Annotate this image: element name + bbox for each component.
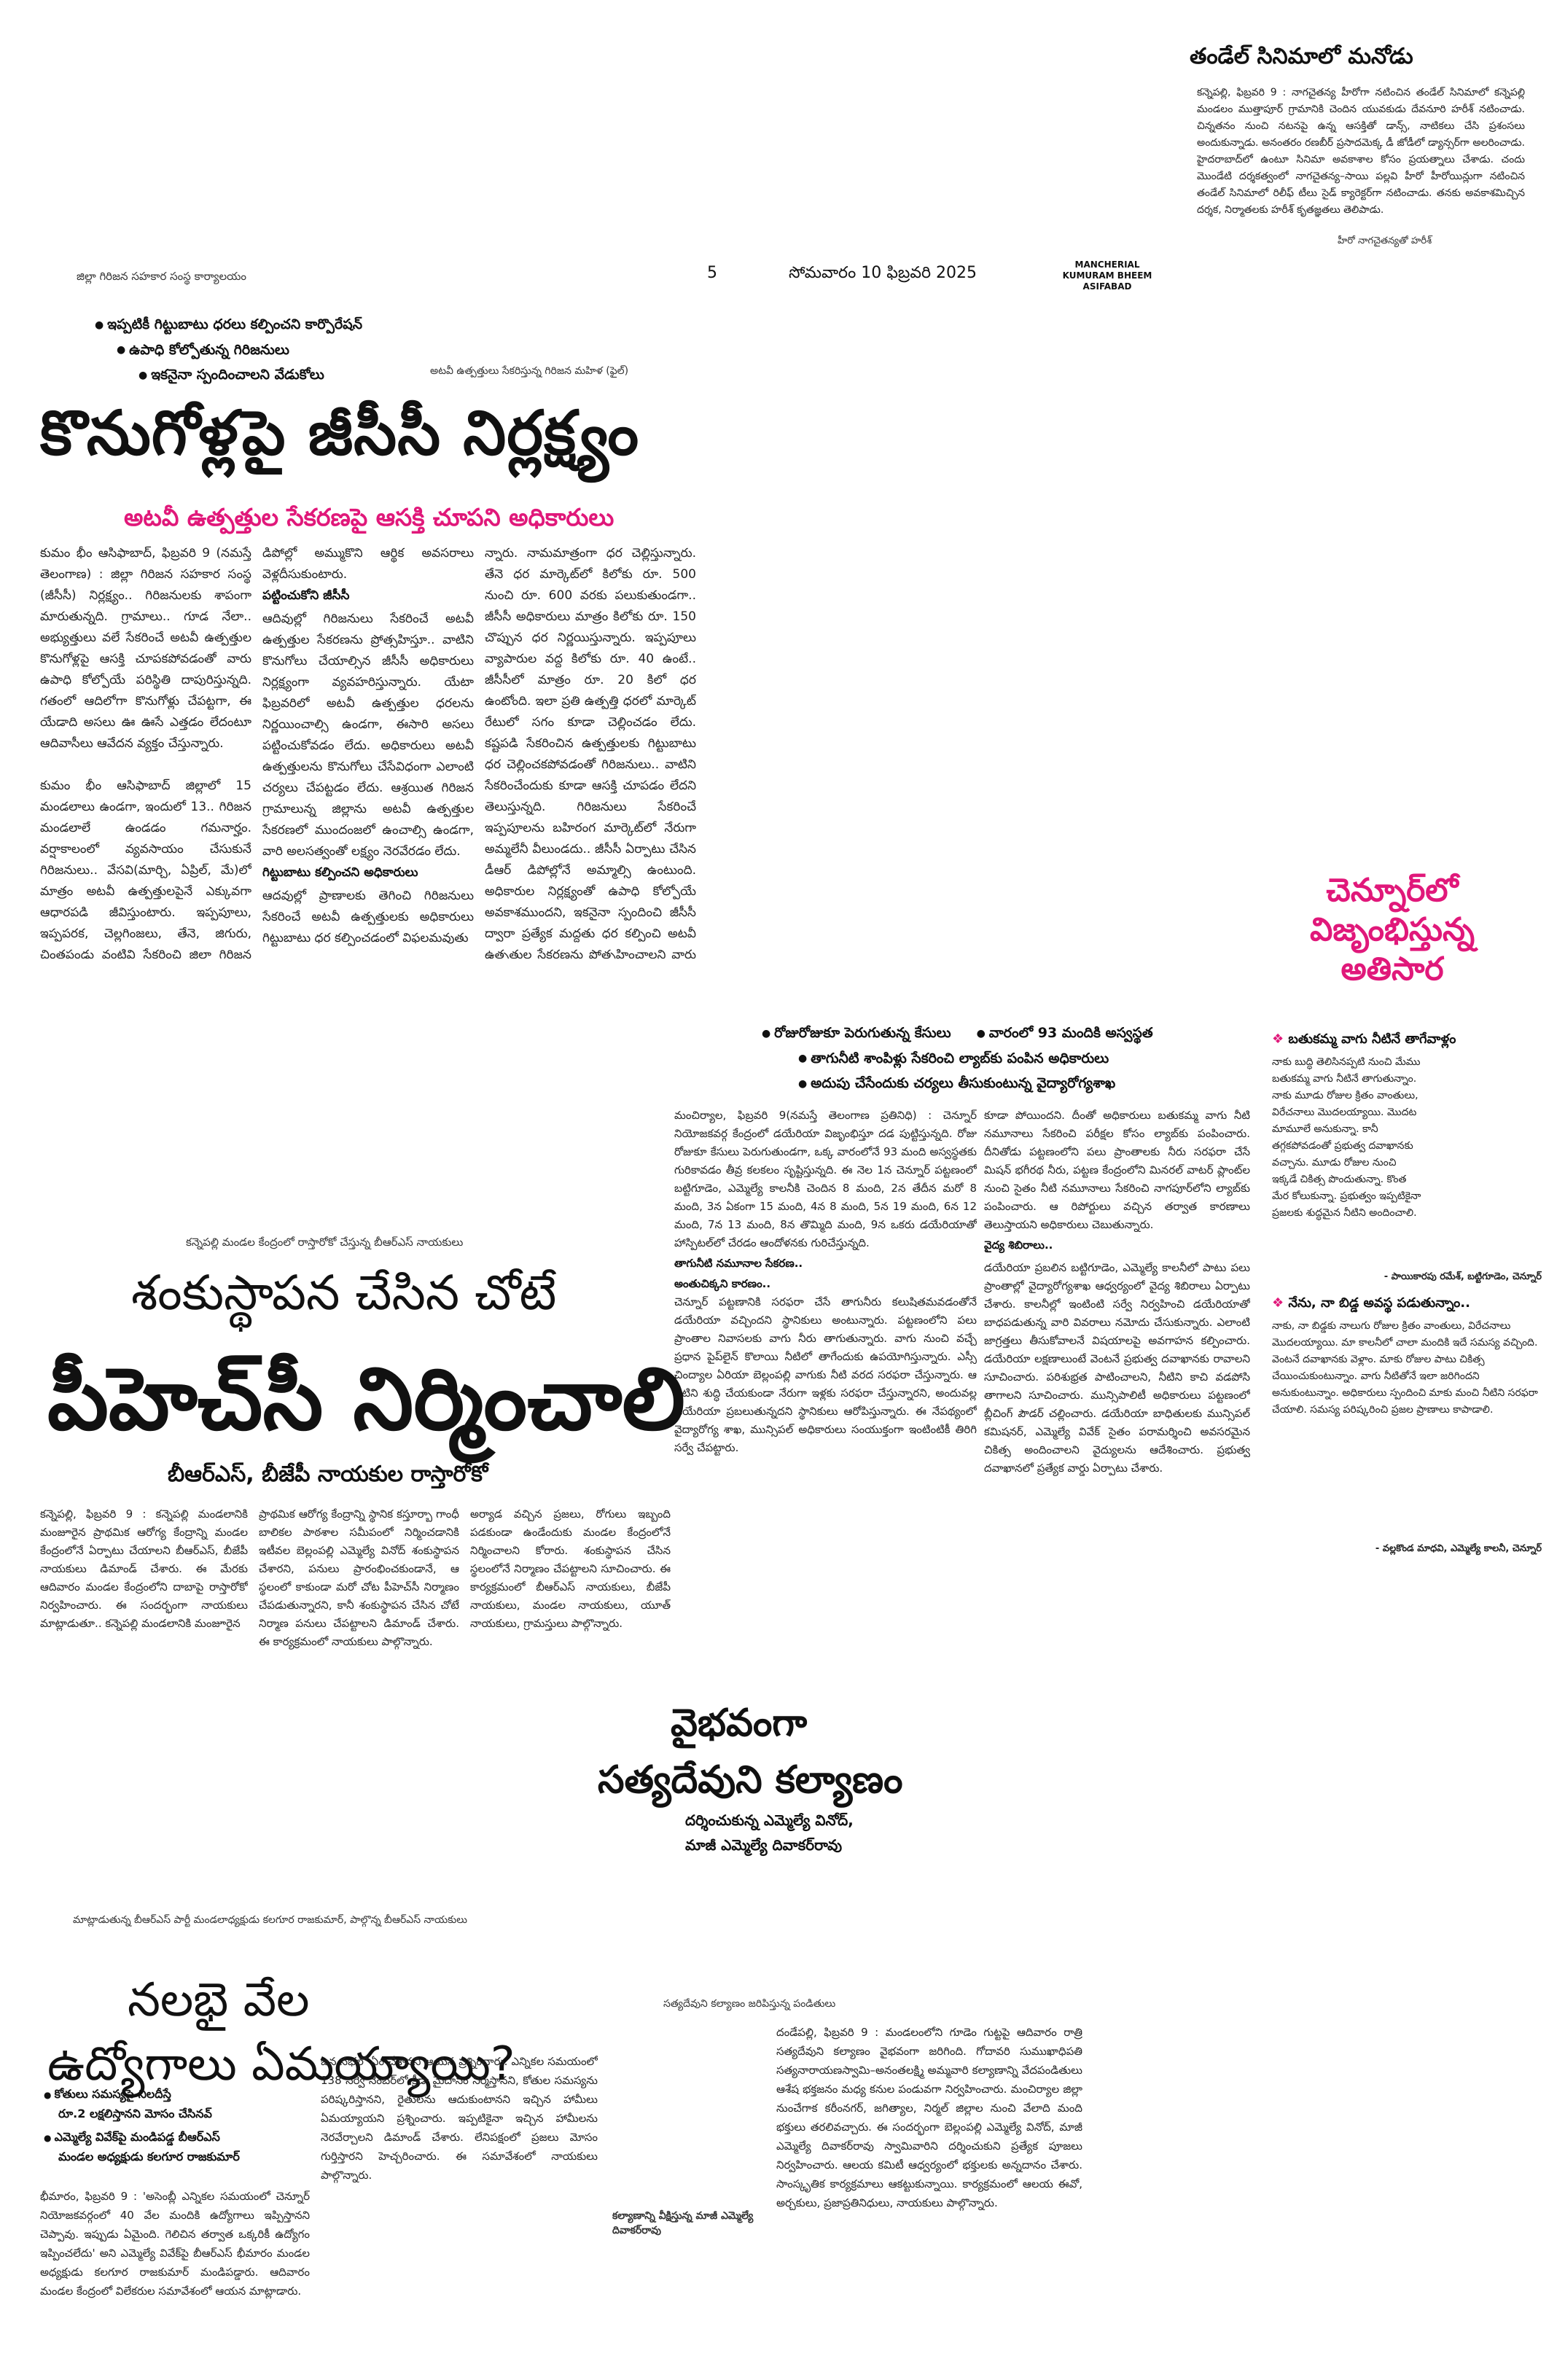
gcc-subhead: అటవీ ఉత్పత్తుల సేకరణపై ఆసక్తి చూపని అధిక…	[124, 503, 614, 531]
chennur-text: కూడా పోయిందని. దీంతో అధికారులు బతుకమ్మ వ…	[984, 1109, 1250, 1231]
chennur-text: చెన్నూర్ పట్టణానికి సరఫరా చేసే తాగునీరు …	[674, 1295, 977, 1454]
chennur-text: డయేరియా ప్రబలిన బట్టిగూడెం, ఎమ్మెల్యే కా…	[984, 1261, 1250, 1475]
edition-line: KUMURAM BHEEM	[1062, 270, 1152, 281]
chennur-title: చెన్నూర్‌లో విజృంభిస్తున్న అతిసార	[1290, 871, 1494, 989]
jobs-bullet-text: కోతులు సమస్యపై నిలదీస్తే	[54, 2087, 171, 2101]
chennur-text: మంచిర్యాల, ఫిబ్రవరి 9(నమస్తే తెలంగాణ ప్ర…	[674, 1109, 977, 1249]
kalyanam-headline-2: సత్యదేవుని కల్యాణం	[598, 1758, 903, 1802]
side-quotes: ❖ బతుకమ్మ వాగు నీటినే తాగేవాళ్లం నాకు బు…	[1272, 1031, 1542, 1557]
jobs-photo-caption: మాట్లాడుతున్న బీఆర్ఎస్ పార్టీ మండలాధ్యక్…	[73, 1914, 468, 1926]
chennur-bullet: రోజురోజుకూ పెరుగుతున్న కేసులు	[762, 1025, 951, 1041]
pink-bullet-icon: ❖	[1272, 1295, 1284, 1311]
gcc-subheading: గిట్టుబాటు కల్పించని అధికారులు	[262, 865, 418, 880]
tandel-story: తండేల్ సినిమాలో మనోడు కన్నెపల్లి, ఫిబ్రవ…	[1175, 44, 1540, 248]
jobs-bullet-cont: రూ.2 లక్షలిస్తానని మోసం చేసినవ్	[58, 2107, 212, 2120]
jobs-bullet-cont: మండల అధ్యక్షుడు కలగూర రాజకుమార్	[58, 2150, 240, 2164]
gcc-photo-caption: జిల్లా గిరిజన సహకార సంస్థ కార్యాలయం	[77, 270, 247, 283]
side-quote: నాకు బుద్ధి తెలిసినప్పటి నుంచి మేము బతుక…	[1272, 1056, 1421, 1219]
gcc-col-2-text: ఆదివుల్లో గిరిజనులు సేకరించే అటవీ ఉత్పత్…	[262, 612, 474, 859]
side-quote: నాకు, నా బిడ్డకు నాలుగు రోజుల క్రితం వాం…	[1272, 1320, 1538, 1416]
gcc-col-3: న్నారు. నామమాత్రంగా ధర చెల్లిస్తున్నారు.…	[485, 546, 696, 959]
gcc-bullets: ఇప్పటికీ గిట్టుబాటు ధరలు కల్పించని కార్ప…	[95, 312, 362, 388]
gcc-bullet: ఇకనైనా స్పందించాలని వేడుకోలు	[138, 362, 362, 388]
phc-headline-2: పీహెచ్‌సీ నిర్మించాలి	[47, 1349, 685, 1449]
kalyanam-caption-bottom: కల్యాణాన్ని వీక్షిస్తున్న మాజీ ఎమ్మెల్యే…	[612, 2210, 754, 2236]
kalyanam-subhead: దర్శించుకున్న ఎమ్మెల్యే వినోద్, మాజీ ఎమ్…	[685, 1808, 854, 1857]
jobs-bullet: ● ఎమ్మెల్యే వివేక్‌పై మండిపడ్డ బీఆర్ఎస్	[44, 2130, 220, 2144]
gcc-col-2-text: ఆదవుల్లో ప్రాణాలకు తెగించి గిరిజనులు సేక…	[262, 889, 474, 945]
gcc-subheading: పట్టించుకోని జీసీసీ	[262, 588, 350, 603]
side-headline: బతుకమ్మ వాగు నీటినే తాగేవాళ్లం	[1288, 1031, 1456, 1047]
side-byline: - పాయికారపు రమేశ్, బట్టిగూడెం, చెన్నూర్	[1384, 1271, 1542, 1282]
edition-line: MANCHERIAL	[1074, 260, 1140, 270]
tandel-headline: తండేల్ సినిమాలో మనోడు	[1190, 44, 1413, 69]
jobs-col-1: భీమారం, ఫిబ్రవరి 9 : 'అసెంబ్లీ ఎన్నికల స…	[40, 2190, 310, 2298]
chennur-subheading: వైద్య శిబిరాలు..	[984, 1238, 1053, 1252]
side-headline: నేను, నా బిడ్డ అవస్థ పడుతున్నాం..	[1288, 1295, 1470, 1311]
kalyanam-headline: వైభవంగా సత్యదేవుని కల్యాణం	[598, 1695, 902, 1809]
chennur-bullet: వారంలో 93 మందికి అస్వస్థత	[977, 1025, 1153, 1041]
chennur-bullet: తాగునీటి శాంపిళ్లు సేకరించి ల్యాబ్‌కు పం…	[798, 1046, 1265, 1072]
jobs-bullet: ● కోతులు సమస్యపై నిలదీస్తే	[44, 2087, 171, 2101]
kalyanam-headline-1: వైభవంగా	[671, 1701, 808, 1745]
page-date: సోమవారం 10 ఫిబ్రవరి 2025	[789, 264, 977, 282]
gcc-bullet: ఉపాధి కోల్పోతున్న గిరిజనులు	[117, 338, 362, 363]
gcc-photo-caption-right: అటవీ ఉత్పత్తులు సేకరిస్తున్న గిరిజన మహిళ…	[430, 365, 629, 377]
phc-col-1: కన్నెపల్లి, ఫిబ్రవరి 9 : కన్నెపల్లి మండల…	[40, 1507, 248, 1630]
gcc-col-1: కుమం భీం ఆసిఫాబాద్, ఫిబ్రవరి 9 (నమస్తే త…	[40, 546, 251, 959]
jobs-headline: నలభై వేల ఉద్యోగాలు ఏమయ్యాయి?	[47, 1968, 515, 2096]
gcc-bullet: ఇప్పటికీ గిట్టుబాటు ధరలు కల్పించని కార్ప…	[95, 312, 362, 338]
chennur-bullets: రోజురోజుకూ పెరుగుతున్న కేసులు వారంలో 93 …	[762, 1021, 1265, 1096]
gcc-col-2: డిపోల్లో అమ్ముకొని ఆర్థిక అవసరాలు వెళ్లద…	[262, 543, 474, 959]
edition-label: MANCHERIAL KUMURAM BHEEM ASIFABAD	[1060, 260, 1155, 292]
gcc-col-2-text: డిపోల్లో అమ్ముకొని ఆర్థిక అవసరాలు వెళ్లద…	[262, 546, 474, 582]
chennur-title-line: విజృంభిస్తున్న	[1310, 911, 1475, 948]
side-byline: - వల్లకొండ మాధవి, ఎమ్మెల్యే కాలనీ, చెన్న…	[1375, 1543, 1542, 1554]
jobs-bullet-text: ఎమ్మెల్యే వివేక్‌పై మండిపడ్డ బీఆర్ఎస్	[54, 2130, 220, 2144]
pink-bullet-icon: ❖	[1272, 1031, 1284, 1047]
chennur-col-2: కూడా పోయిందని. దీంతో అధికారులు బతుకమ్మ వ…	[984, 1107, 1250, 1679]
phc-headline-1: శంకుస్థాపన చేసిన చోటే	[131, 1265, 557, 1321]
jobs-headline-1: నలభై వేల	[128, 1973, 310, 2027]
chennur-subheading: అంతుచిక్కని కారణం..	[674, 1277, 771, 1290]
chennur-col-1: మంచిర్యాల, ఫిబ్రవరి 9(నమస్తే తెలంగాణ ప్ర…	[674, 1107, 977, 1679]
phc-photo-caption: కన్నెపల్లి మండల కేంద్రంలో రాస్తారోకో చేస…	[186, 1236, 464, 1249]
jobs-col-2: జన సభలో ఏం చేశావని ఆయన ప్రశ్నించారు. ఎన్…	[321, 2055, 598, 2182]
phc-col-2: ప్రాథమిక ఆరోగ్య కేంద్రాన్ని స్థానిక కస్త…	[259, 1507, 459, 1648]
tandel-caption: హీరో నాగచైతన్యతో హరీశ్	[1335, 235, 1435, 248]
phc-subhead: బీఆర్ఎస్, బీజేపీ నాయకుల రాస్తారోకో	[168, 1462, 488, 1487]
phc-col-3: అర్యాడ వచ్చిన ప్రజలు, రోగులు ఇబ్బంది పడక…	[470, 1507, 671, 1630]
kalyanam-body: దండేపల్లి, ఫిబ్రవరి 9 : మండలంలోని గూడెం …	[776, 2026, 1082, 2209]
chennur-title-line: చెన్నూర్‌లో	[1326, 872, 1459, 909]
kalyanam-caption-top: సత్యదేవుని కల్యాణం జరిపిస్తున్న పండితులు	[663, 1998, 836, 2010]
kalyanam-subhead-1: దర్శించుకున్న ఎమ్మెల్యే వినోద్,	[685, 1811, 854, 1829]
page-number: 5	[707, 264, 717, 282]
jobs-headline-2: ఉద్యోగాలు ఏమయ్యాయి?	[47, 2037, 515, 2091]
chennur-title-line: అతిసార	[1341, 951, 1444, 988]
tandel-body: కన్నెపల్లి, ఫిబ్రవరి 9 : నాగచైతన్య హీరోగ…	[1197, 87, 1525, 216]
chennur-subheading: తాగునీటి నమూనాల సేకరణ..	[674, 1257, 803, 1270]
edition-line: ASIFABAD	[1082, 281, 1132, 292]
gcc-headline: కొనుగోళ్లపై జీసీసీ నిర్లక్ష్యం	[40, 397, 640, 469]
chennur-bullet: అదుపు చేసేందుకు చర్యలు తీసుకుంటున్న వైద్…	[798, 1071, 1265, 1096]
jobs-bullets: ● కోతులు సమస్యపై నిలదీస్తే రూ.2 లక్షలిస్…	[44, 2085, 313, 2166]
kalyanam-subhead-2: మాజీ ఎమ్మెల్యే దివాకర్‌రావు	[685, 1836, 843, 1854]
